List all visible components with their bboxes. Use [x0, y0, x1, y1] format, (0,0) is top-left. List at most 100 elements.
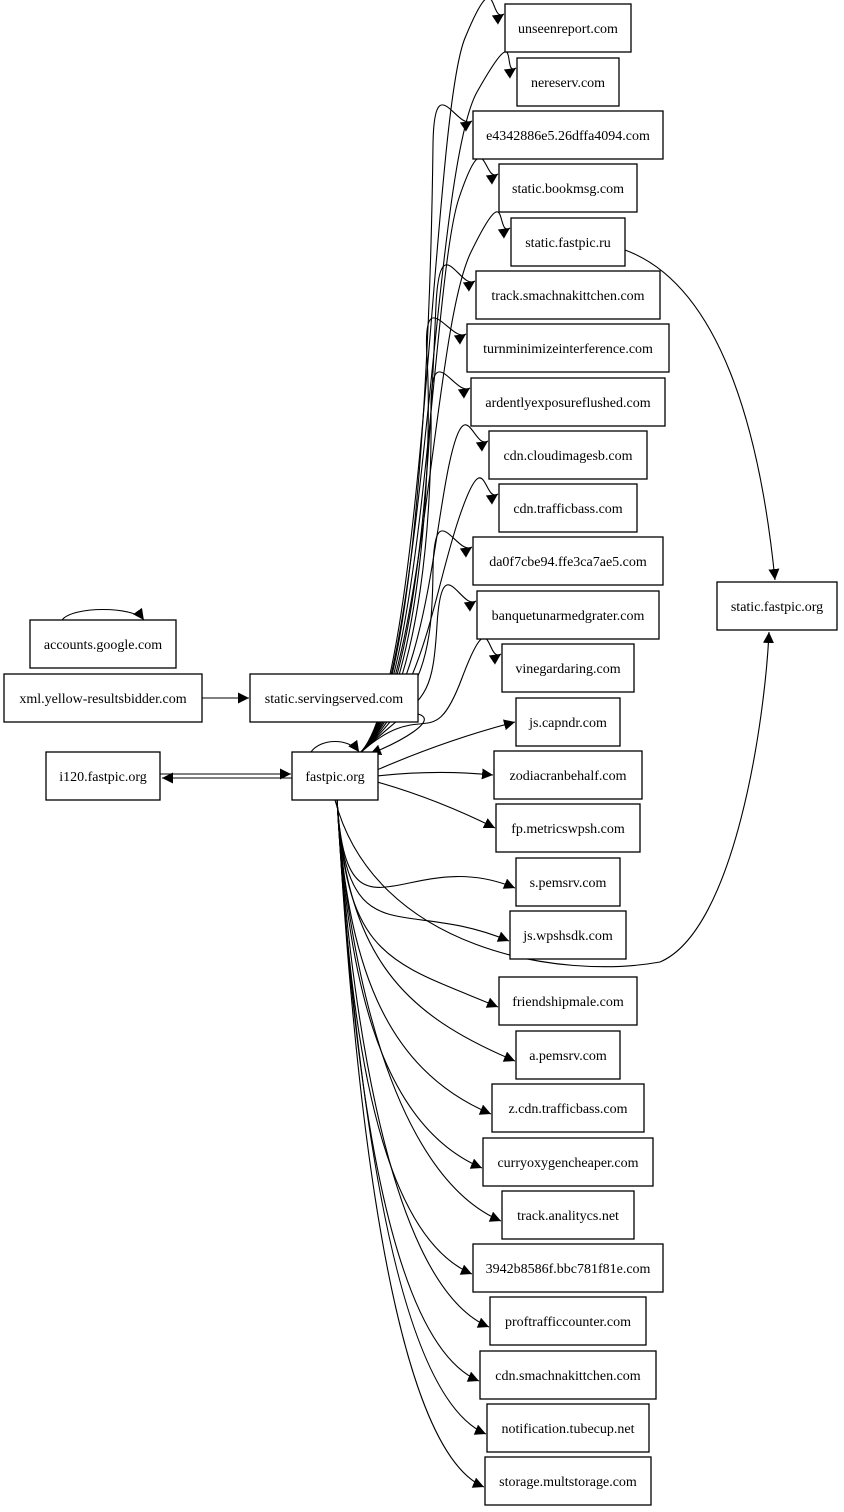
node-cdn-trafficbass: cdn.trafficbass.com [498, 483, 638, 533]
node-label: e4342886e5.26dffa4094.com [486, 129, 650, 144]
node-box [489, 1296, 647, 1346]
node-z-cdn-trafficbass: z.cdn.trafficbass.com [491, 1083, 645, 1133]
edge-static_fastpic_ru-to-static_fastpic_org [624, 249, 780, 581]
edge-fastpic_org-to-fastpic_org [310, 739, 360, 753]
node-label: 3942b8586f.bbc781f81e.com [486, 1262, 651, 1277]
node-vinegardaring: vinegardaring.com [501, 643, 635, 693]
node-friendshipmale: friendshipmale.com [498, 976, 638, 1026]
node-box [484, 1456, 652, 1506]
node-label: track.smachnakittchen.com [491, 289, 644, 304]
node-box [29, 619, 177, 669]
edge-fastpic_org-to-a_pemsrv [336, 799, 516, 1062]
edge-fastpic_org-to-e4342886e5 [358, 104, 473, 755]
node-box [510, 217, 626, 267]
node-label: da0f7cbe94.ffe3ca7ae5.com [489, 555, 647, 570]
node-label: fastpic.org [305, 770, 364, 785]
node-box [495, 803, 641, 853]
node-curryoxygen: curryoxygencheaper.com [482, 1137, 654, 1187]
node-label: static.bookmsg.com [512, 182, 624, 197]
node-box [509, 910, 627, 960]
node-box [515, 857, 621, 907]
node-box [472, 110, 664, 160]
node-box [249, 673, 419, 723]
node-box [45, 751, 161, 801]
node-static-servingserved: static.servingserved.com [249, 673, 419, 723]
node-label: z.cdn.trafficbass.com [508, 1102, 627, 1117]
node-label: storage.multstorage.com [499, 1475, 637, 1490]
node-da0f7cbe94: da0f7cbe94.ffe3ca7ae5.com [472, 536, 664, 586]
node-label: static.fastpic.ru [525, 236, 611, 251]
edge-fastpic_org-to-static_fastpic_org [334, 631, 774, 968]
edge-fastpic_org-to-static_fastpic_ru [358, 211, 511, 755]
node-box [470, 377, 666, 427]
edge-fastpic_org-to-track_smachna [358, 264, 476, 755]
node-xml-yellow: xml.yellow-resultsbidder.com [3, 673, 203, 723]
node-js-wpshsdk: js.wpshsdk.com [509, 910, 627, 960]
node-track-analitycs: track.analitycs.net [501, 1190, 635, 1240]
node-box [716, 581, 838, 631]
node-cdn-smachna: cdn.smachnakittchen.com [479, 1350, 657, 1400]
node-static-bookmsg: static.bookmsg.com [498, 163, 638, 213]
node-label: static.servingserved.com [265, 692, 404, 707]
node-label: proftrafficcounter.com [505, 1315, 631, 1330]
node-banquet: banquetunarmedgrater.com [476, 590, 660, 640]
node-proftraffic: proftrafficcounter.com [489, 1296, 647, 1346]
node-box [488, 430, 648, 480]
node-static-fastpic-org: static.fastpic.org [716, 581, 838, 631]
node-box [491, 1083, 645, 1133]
node-e4342886e5: e4342886e5.26dffa4094.com [472, 110, 664, 160]
edge-fastpic_org-to-s_pemsrv [336, 799, 516, 889]
node-unseenreport: unseenreport.com [504, 3, 632, 53]
node-box [472, 1243, 664, 1293]
node-label: cdn.cloudimagesb.com [503, 449, 632, 464]
node-i120-fastpic: i120.fastpic.org [45, 751, 161, 801]
node-label: banquetunarmedgrater.com [492, 609, 645, 624]
edge-fastpic_org-to-js_wpshsdk [336, 799, 510, 942]
node-box [475, 270, 661, 320]
node-box [515, 697, 621, 747]
node-box [482, 1137, 654, 1187]
edge-fastpic_org-to-js_capndr [377, 719, 516, 771]
edge-static_servingserved-to-fastpic_org [369, 713, 425, 756]
node-label: js.capndr.com [528, 716, 607, 731]
node-label: notification.tubecup.net [502, 1422, 635, 1437]
node-box [498, 163, 638, 213]
edges-layer [61, 0, 780, 1488]
node-label: s.pemsrv.com [530, 876, 607, 891]
node-zodiacran: zodiacranbehalf.com [493, 750, 643, 800]
edge-fastpic_org-to-static_bookmsg [358, 157, 499, 755]
node-label: accounts.google.com [44, 638, 162, 653]
node-box [501, 643, 635, 693]
node-box [493, 750, 643, 800]
edge-fastpic_org-to-track_analitycs [336, 799, 502, 1222]
node-box [501, 1190, 635, 1240]
node-storage-mult: storage.multstorage.com [484, 1456, 652, 1506]
node-label: ardentlyexposureflushed.com [485, 396, 650, 411]
node-s-pemsrv: s.pemsrv.com [515, 857, 621, 907]
node-label: unseenreport.com [518, 22, 618, 37]
node-label: friendshipmale.com [512, 995, 624, 1010]
node-box [498, 976, 638, 1026]
node-box [498, 483, 638, 533]
node-cdn-cloudimagesb: cdn.cloudimagesb.com [488, 430, 648, 480]
node-box [516, 57, 620, 107]
node-h3942b8586f: 3942b8586f.bbc781f81e.com [472, 1243, 664, 1293]
node-ardently: ardentlyexposureflushed.com [470, 377, 666, 427]
node-box [504, 3, 632, 53]
node-js-capndr: js.capndr.com [515, 697, 621, 747]
node-label: vinegardaring.com [515, 662, 620, 677]
node-label: turnminimizeinterference.com [483, 342, 653, 357]
node-static-fastpic-ru: static.fastpic.ru [510, 217, 626, 267]
node-a-pemsrv: a.pemsrv.com [515, 1030, 621, 1080]
node-label: cdn.smachnakittchen.com [495, 1369, 641, 1384]
node-box [291, 751, 379, 801]
node-label: static.fastpic.org [731, 600, 823, 615]
edge-accounts_google-to-accounts_google [61, 607, 145, 621]
node-accounts-google: accounts.google.com [29, 619, 177, 669]
node-notification-tubecup: notification.tubecup.net [486, 1403, 650, 1453]
node-label: a.pemsrv.com [529, 1049, 607, 1064]
node-fastpic-org: fastpic.org [291, 751, 379, 801]
node-box [472, 536, 664, 586]
node-box [476, 590, 660, 640]
edge-fastpic_org-to-fp_metrics [377, 781, 496, 829]
